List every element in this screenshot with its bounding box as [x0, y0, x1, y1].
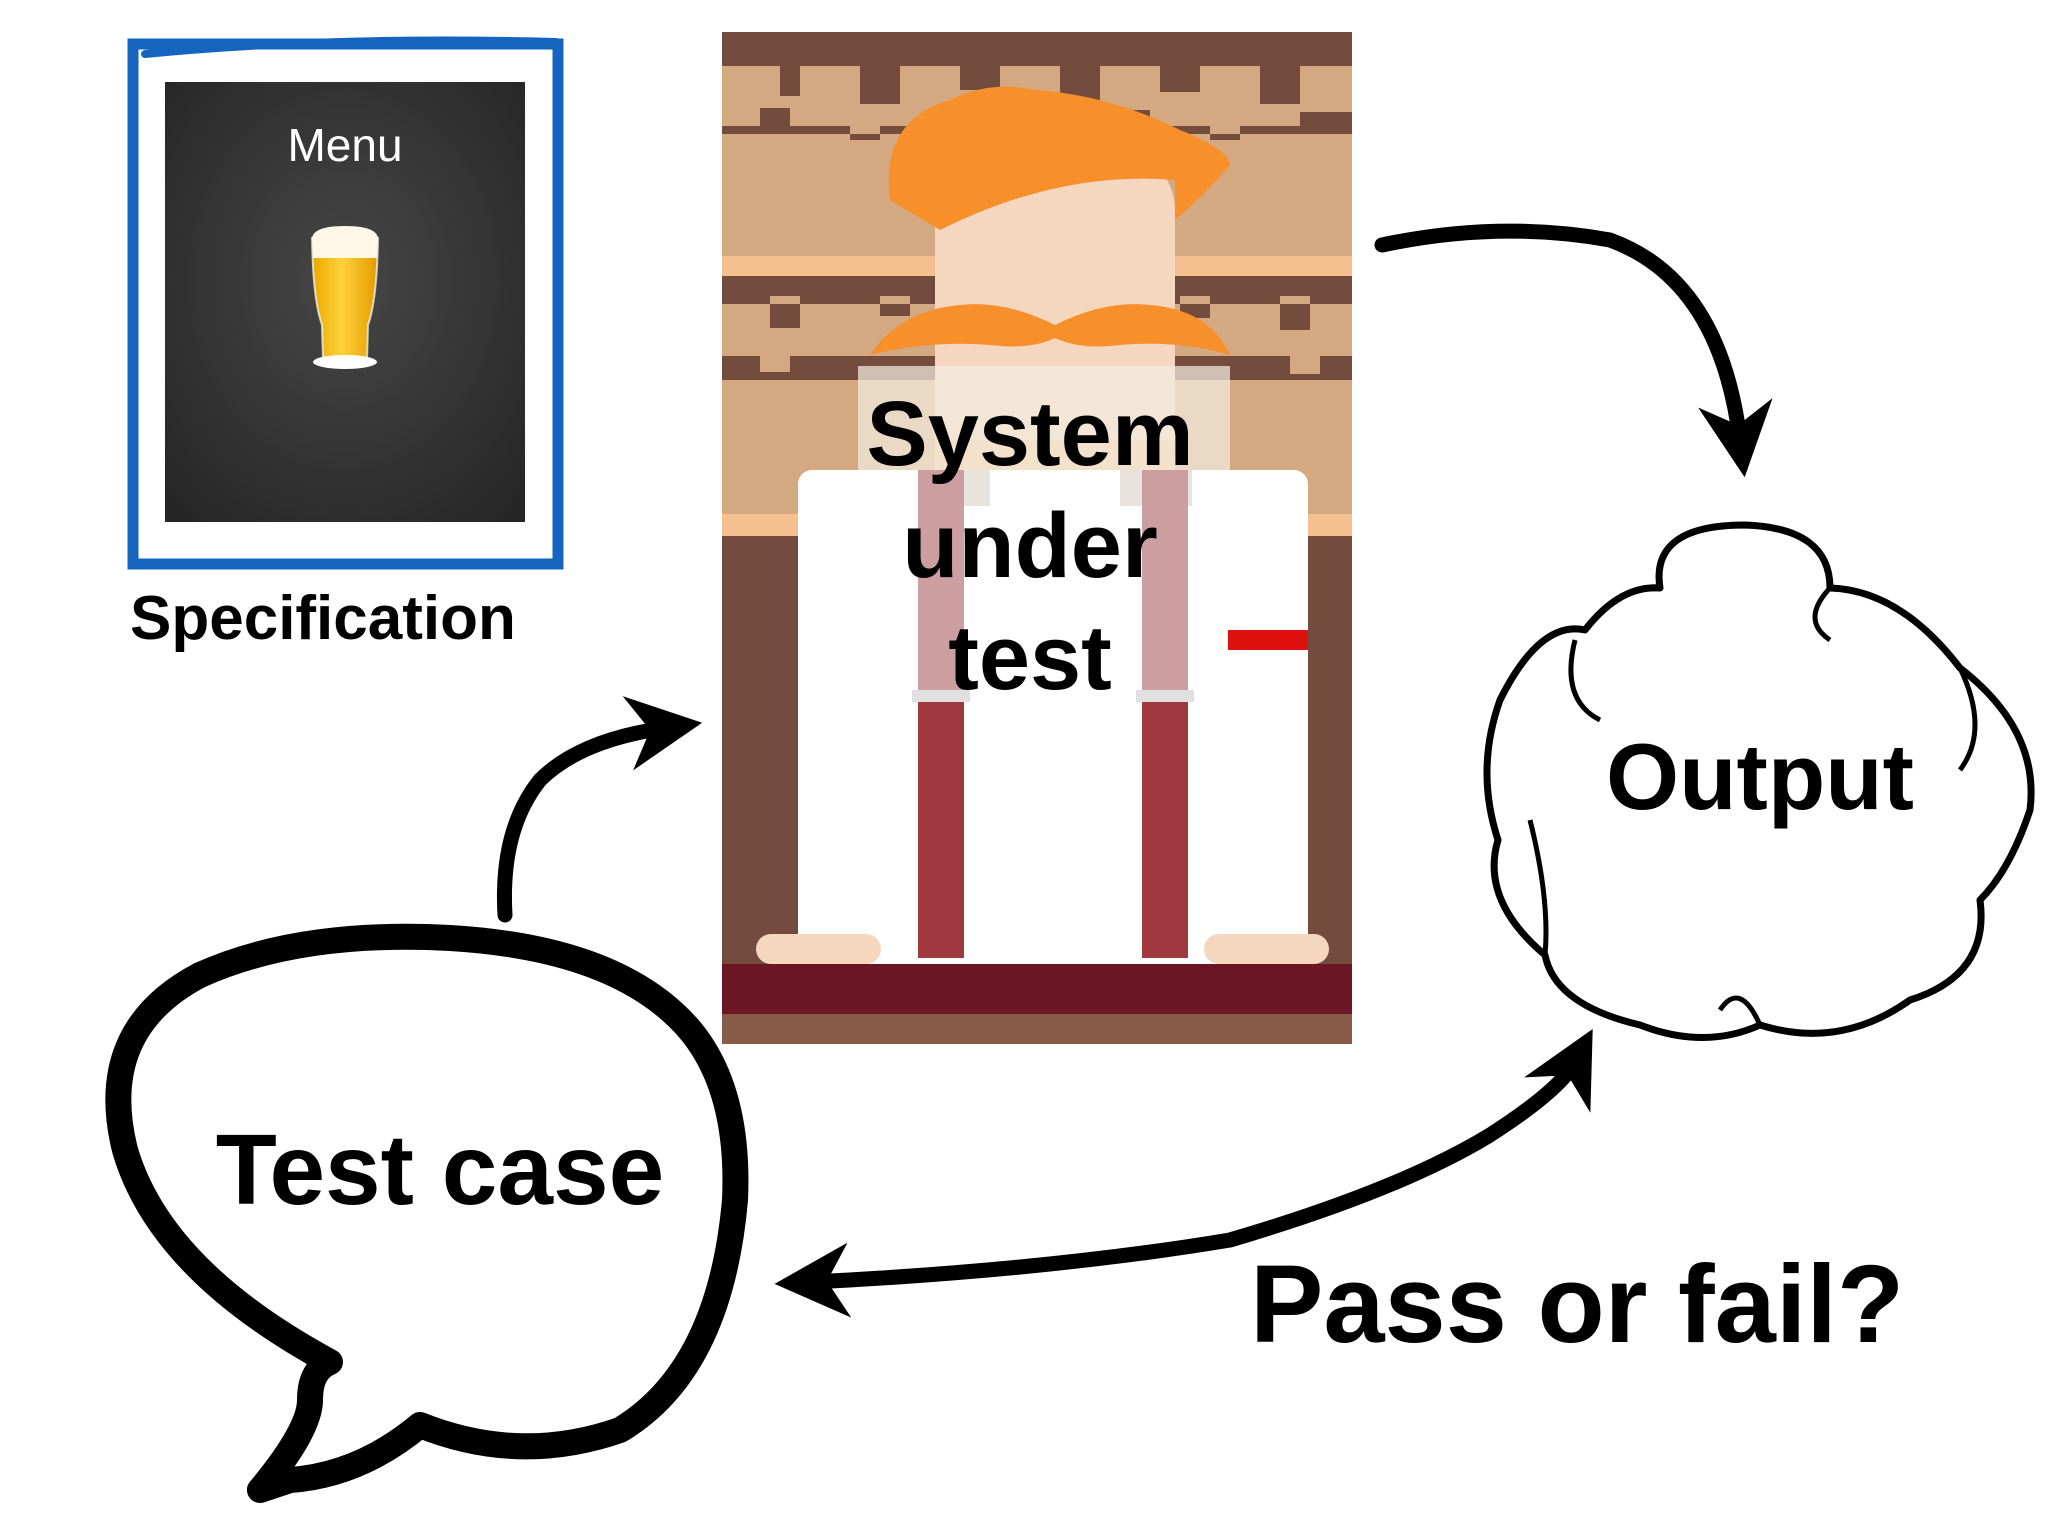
counter: [722, 964, 1352, 1014]
system-under-test-label: System under test: [840, 378, 1220, 714]
output-cloud: [1483, 521, 2035, 1041]
specification-label: Specification: [130, 584, 516, 653]
system-under-test-illustration: [722, 32, 1352, 1044]
sut-line-2: under: [902, 495, 1158, 597]
arrow-compare-output-test-case: [774, 1028, 1593, 1318]
sut-line-1: System: [866, 383, 1194, 485]
test-case-bubble: [105, 923, 749, 1503]
waiter-hand-right: [1204, 934, 1329, 964]
counter-base: [722, 1014, 1352, 1044]
pass-or-fail-label: Pass or fail?: [1250, 1243, 1905, 1366]
accent-stripe: [1228, 630, 1308, 650]
suspender-buckle-left: [912, 690, 970, 702]
label-backdrop: [858, 366, 1230, 470]
suspender-right-upper: [1142, 470, 1188, 690]
test-case-label: Test case: [215, 1114, 665, 1226]
suspender-left-upper: [918, 470, 964, 690]
suspender-right: [1142, 702, 1188, 958]
waiter-hand-left: [756, 934, 881, 964]
arrow-system-to-output: [1374, 223, 1773, 478]
specification-card: [127, 36, 564, 570]
beer-glass-icon: [310, 226, 380, 369]
suspender-left: [918, 702, 964, 958]
speech-bubble-shape: [105, 923, 749, 1503]
cloud-shape: [1483, 521, 2035, 1041]
menu-title: Menu: [287, 119, 403, 171]
waiter-mustache: [870, 304, 1230, 355]
sut-line-3: test: [948, 607, 1112, 709]
spec-frame-brush: [141, 36, 560, 58]
arrow-test-case-to-system: [496, 696, 703, 923]
output-label: Output: [1606, 724, 1914, 829]
waiter-hair: [888, 86, 1230, 231]
suspender-buckle-right: [1136, 690, 1194, 702]
